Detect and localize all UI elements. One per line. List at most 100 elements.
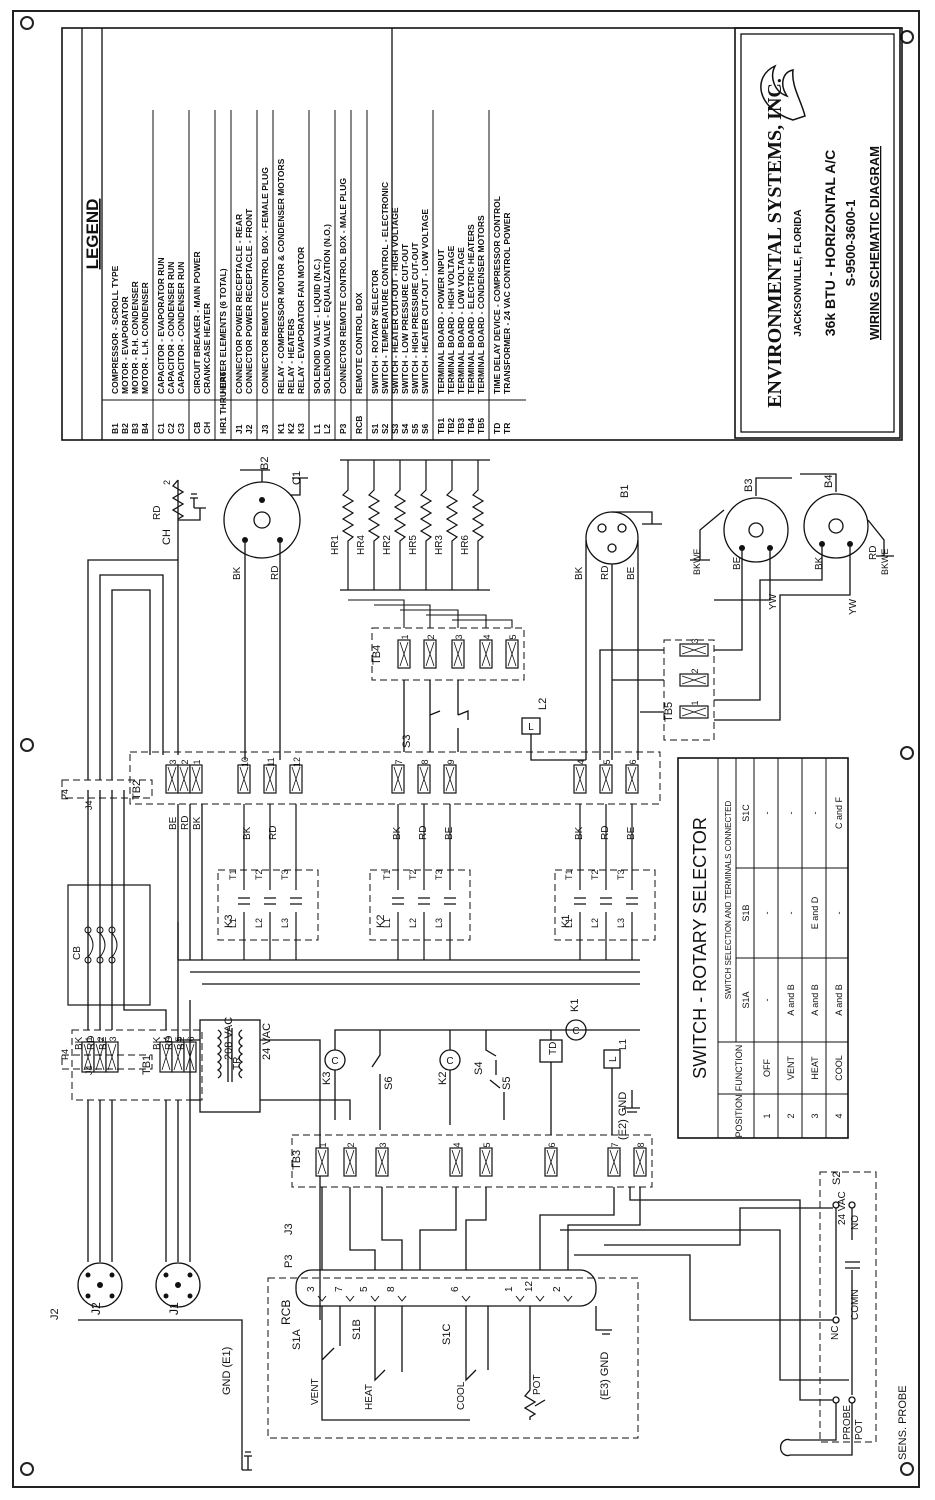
- label: BK: [574, 566, 585, 580]
- label: S1C: [441, 1324, 453, 1345]
- mounting-hole: [20, 16, 34, 30]
- table-cell: -: [786, 812, 796, 815]
- label: HEAT: [364, 1384, 375, 1410]
- legend-description: CAPACITOR - CONDENSER RUN: [166, 262, 176, 394]
- terminal: 9: [443, 759, 457, 794]
- label: 1: [690, 700, 700, 705]
- legend-description: COMPRESSOR - SCROLL TYPE: [110, 265, 120, 394]
- table-cell: -: [810, 812, 820, 815]
- legend-code: B1: [110, 423, 120, 434]
- label: S3: [401, 735, 413, 748]
- label: 3: [378, 1142, 388, 1147]
- label: BE: [176, 1036, 187, 1050]
- terminal: 3: [375, 1142, 389, 1177]
- legend-description: MOTOR - EVAPORATOR: [120, 296, 130, 394]
- label: J1: [167, 1302, 181, 1315]
- label: 3: [108, 1036, 118, 1041]
- legend-code: L1: [312, 424, 322, 434]
- label: YW: [848, 598, 859, 615]
- label: S4: [473, 1062, 485, 1075]
- legend-description: TRANSFORMER - 24 VAC CONTROL POWER: [502, 213, 512, 395]
- label: 24 VAC: [837, 1191, 848, 1225]
- label: 4: [452, 1142, 462, 1147]
- terminal: 5: [599, 759, 613, 794]
- label: BK: [192, 816, 203, 830]
- label: 208 VAC: [223, 1017, 235, 1060]
- terminal: 4: [573, 759, 587, 794]
- label: K1: [569, 999, 581, 1012]
- label: P3: [283, 1255, 295, 1268]
- label: T1: [564, 869, 574, 880]
- label: BKWE: [692, 548, 702, 575]
- label: L1: [618, 1038, 629, 1050]
- label: BK: [74, 1036, 85, 1050]
- label: 2: [96, 1036, 106, 1041]
- legend-heading: LEGEND: [83, 199, 102, 270]
- label: GND (E1): [221, 1347, 233, 1395]
- legend-description: SWITCH - TEMPERATURE CONTROL - ELECTRONI…: [380, 182, 390, 394]
- table-cell: 2: [786, 1113, 796, 1118]
- legend-description: HEATER ELEMENTS (6 TOTAL): [218, 268, 228, 394]
- label: HR5: [408, 535, 419, 555]
- legend-code: S4: [400, 423, 410, 434]
- legend-code: J3: [260, 424, 270, 434]
- svg-text:C: C: [446, 1056, 453, 1067]
- legend-description: CAPACITOR - EVAPORATOR RUN: [156, 257, 166, 394]
- table-header: FUNCTION: [734, 1045, 744, 1092]
- mounting-hole: [900, 1462, 914, 1476]
- legend-code: J2: [244, 424, 254, 434]
- label: L2: [537, 698, 549, 710]
- label: S1B: [351, 1319, 363, 1340]
- label: K3: [223, 915, 235, 928]
- label: POT: [532, 1374, 543, 1395]
- legend-description: TERMINAL BOARD - LOW VOLTAGE: [456, 247, 466, 394]
- motor-b2: [223, 469, 308, 760]
- legend-code: L2: [322, 424, 332, 434]
- legend-description: CONNECTOR POWER RECEPTACLE - FRONT: [244, 208, 254, 394]
- label: TB2: [131, 780, 143, 800]
- label: HR6: [460, 535, 471, 555]
- label: J3: [283, 1223, 295, 1235]
- legend-description: CONNECTOR REMOTE CONTROL BOX - FEMALE PL…: [260, 167, 270, 394]
- terminal: 11: [263, 757, 277, 794]
- legend-code: P3: [338, 423, 348, 434]
- j3-pin: 12: [524, 1280, 535, 1292]
- terminal: 4: [479, 634, 493, 669]
- terminal: 1: [189, 759, 203, 794]
- table-header: SWITCH SELECTION AND TERMINALS CONNECTED: [724, 801, 733, 1000]
- legend-description: SWITCH - LOW PRESSURE CUT-OUT: [400, 243, 410, 394]
- legend-description: RELAY - EVAPORATOR FAN MOTOR: [296, 247, 306, 394]
- label: B1: [619, 485, 631, 498]
- label: SENS. PROBE: [897, 1385, 909, 1460]
- company-logo: [760, 64, 806, 121]
- terminal: 8: [633, 1142, 647, 1177]
- legend-code: TB2: [446, 418, 456, 434]
- legend-description: REMOTE CONTROL BOX: [354, 292, 364, 394]
- legend-description: TIME DELAY DEVICE - COMPRESSOR CONTROL: [492, 196, 502, 394]
- label: RD: [600, 566, 611, 580]
- svg-text:L: L: [528, 722, 534, 733]
- label: 1: [84, 1036, 94, 1041]
- label: POT: [854, 1419, 865, 1440]
- label: BE: [626, 566, 637, 580]
- selector-table-title: SWITCH - ROTARY SELECTOR: [690, 817, 710, 1079]
- legend-description: TERMINAL BOARD - ELECTRIC HEATERS: [466, 224, 476, 394]
- label: S1A: [291, 1329, 303, 1350]
- legend-description: CONNECTOR POWER RECEPTACLE - REAR: [234, 214, 244, 394]
- label: S6: [383, 1077, 395, 1090]
- terminal: 7: [391, 759, 405, 794]
- label: 5: [602, 759, 612, 764]
- legend-description: CONNECTOR REMOTE CONTROL BOX - MALE PLUG: [338, 178, 348, 394]
- label: S5: [501, 1077, 513, 1090]
- terminal: 2: [343, 1142, 357, 1177]
- legend-description: SWITCH - HEATER CUT-OUT - HIGH VOLTAGE: [390, 207, 400, 394]
- label: 3: [454, 634, 464, 639]
- terminal: 3: [105, 1036, 119, 1073]
- compressor-b1: [585, 511, 662, 760]
- connector-j1: [155, 1262, 201, 1308]
